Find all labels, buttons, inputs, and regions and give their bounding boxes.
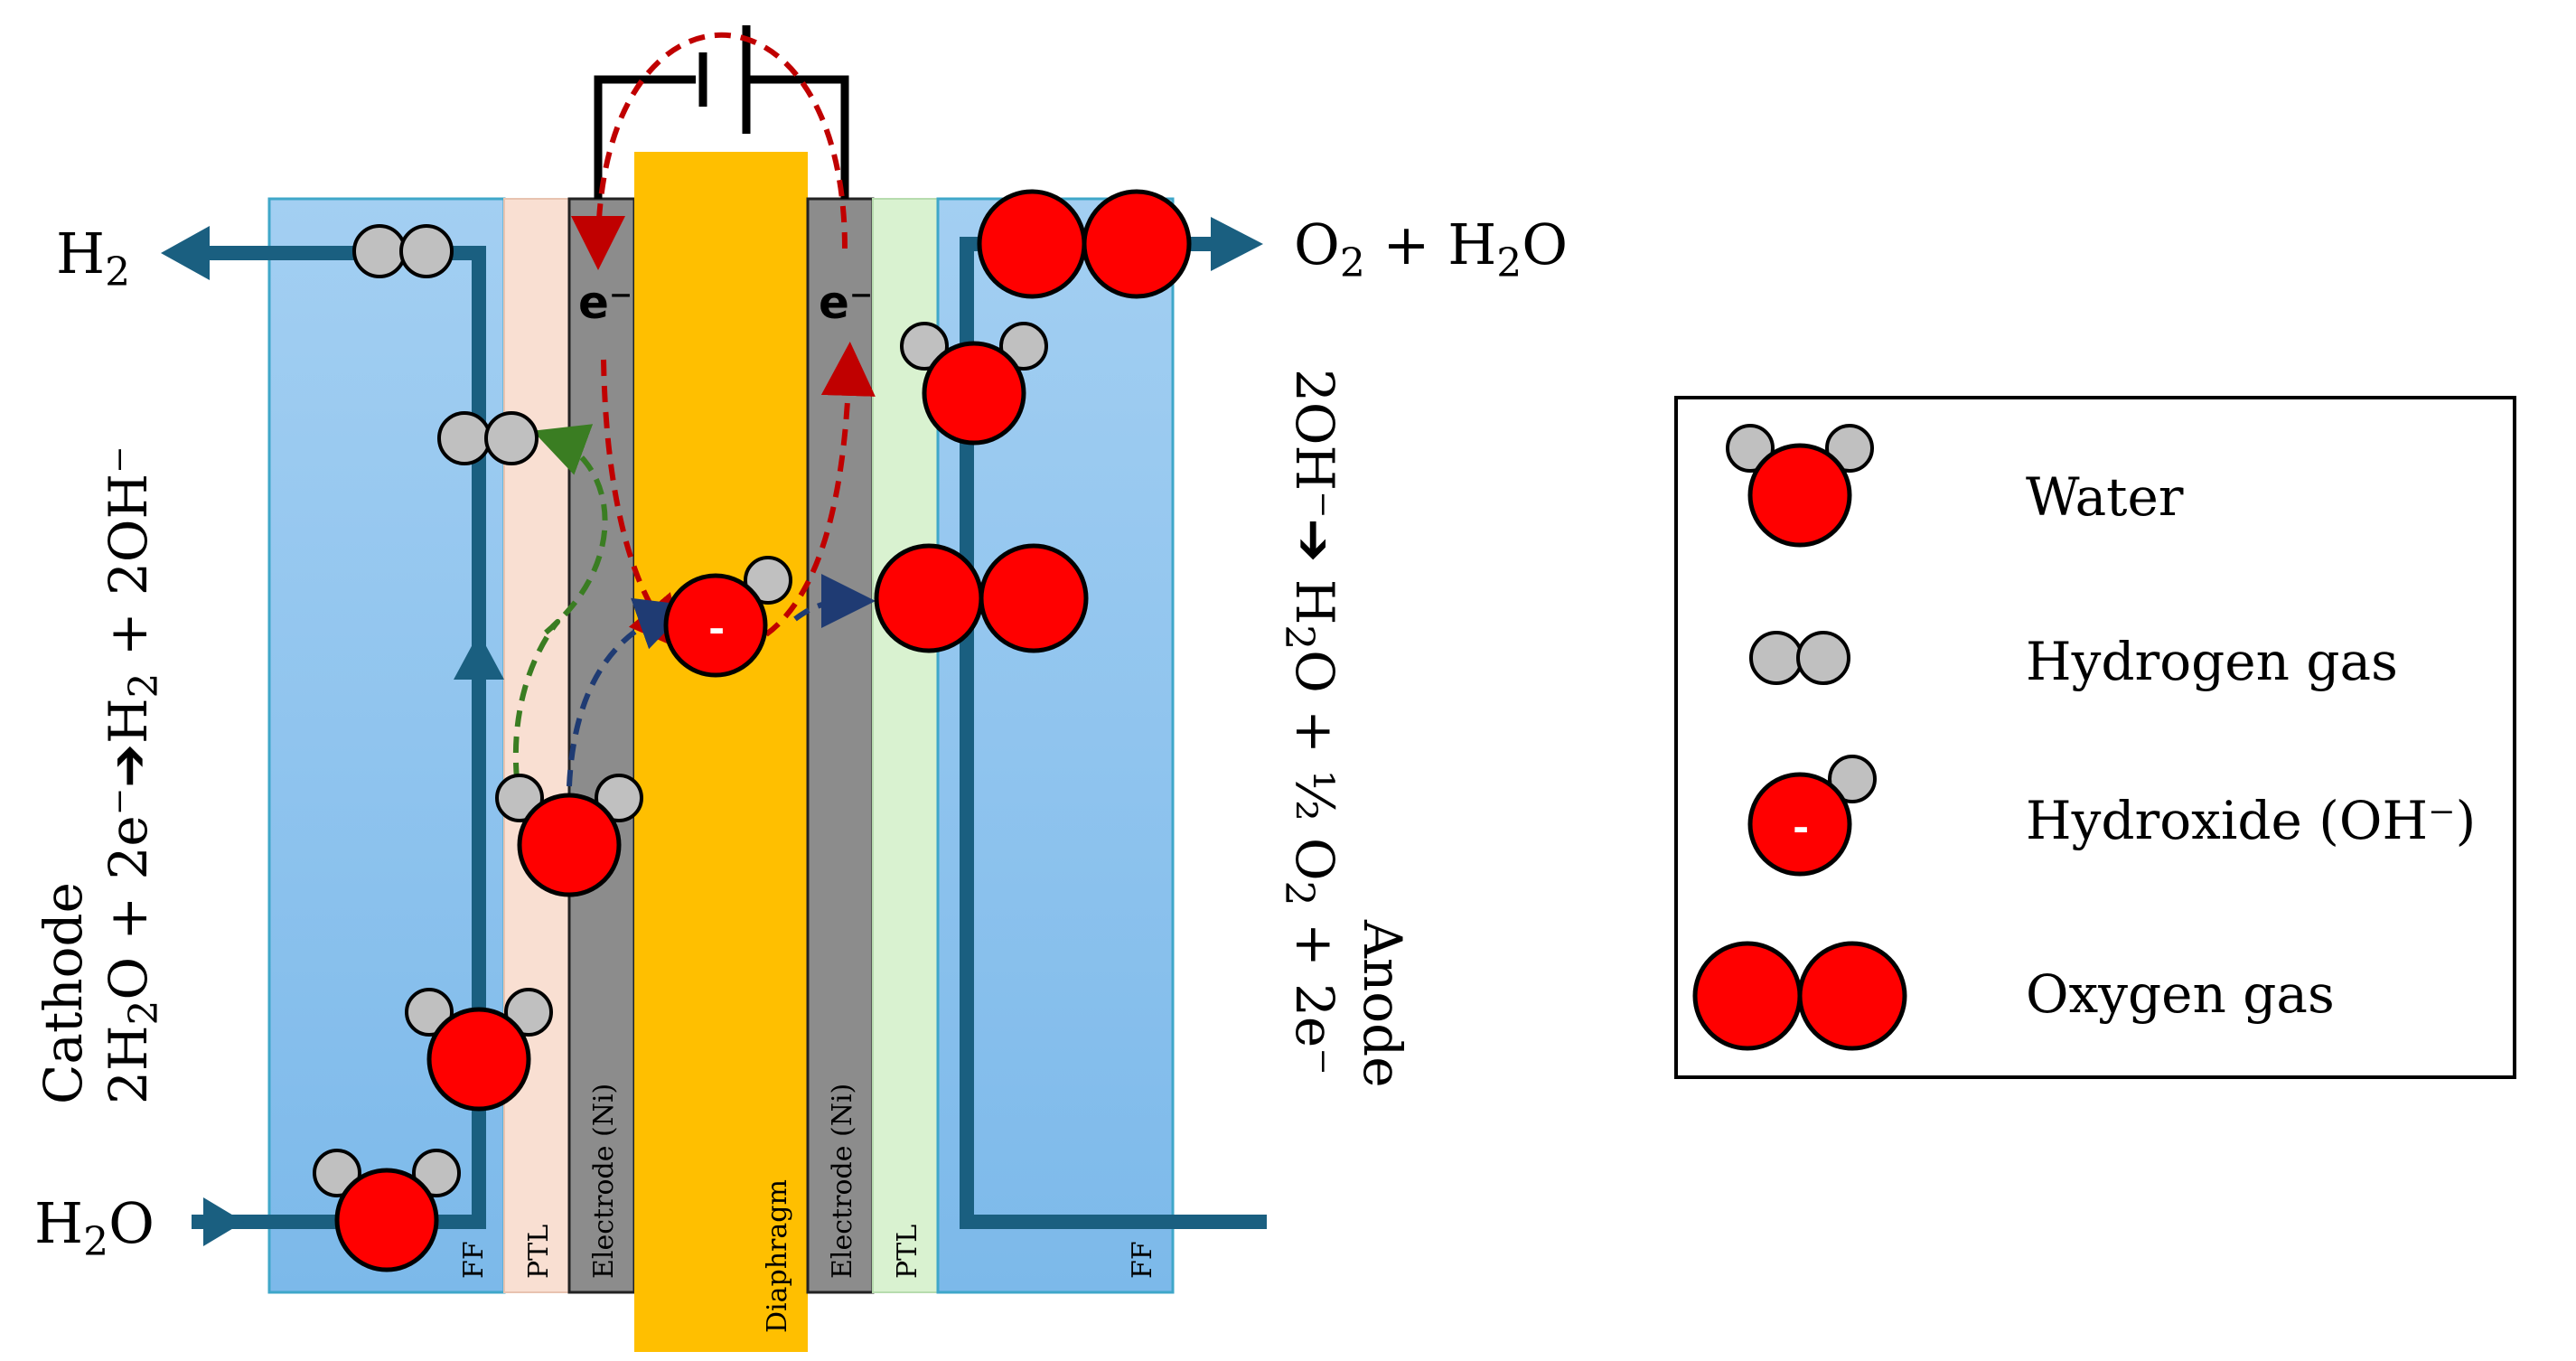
hydrogen-path-2 — [532, 424, 608, 635]
cathode-inlet-arrow — [203, 1197, 244, 1246]
electrode-cathode — [567, 197, 636, 1294]
cathode-reaction: Cathode 2H2O + 2e⁻➔H2 + 2OH⁻ — [33, 446, 167, 1104]
layer-label-electrode-right: Electrode (Ni) — [827, 1084, 858, 1279]
legend-label-oxygen: Oxygen gas — [2026, 963, 2335, 1025]
layer-label-ff-right: FF — [1127, 1241, 1158, 1279]
external-circuit — [594, 25, 849, 199]
cathode-outlet-arrow — [161, 226, 210, 280]
layer-label-ptl-left: PTL — [523, 1225, 555, 1279]
cathode-upflow-arrow — [454, 633, 504, 680]
diaphragm — [634, 152, 808, 1352]
layer-label-ptl-right: PTL — [892, 1225, 923, 1279]
svg-text:-: - — [1793, 804, 1809, 850]
electron-path-anode — [764, 342, 876, 637]
legend-label-water: Water — [2026, 466, 2184, 528]
legend-label-hydroxide: Hydroxide (OH⁻) — [2026, 790, 2476, 851]
electron-label-anode: e⁻ — [819, 277, 873, 329]
layer-label-ff-left: FF — [458, 1241, 490, 1279]
hydroxide-ion-icon: - — [1750, 756, 1875, 874]
anode-outlet-arrow — [1211, 217, 1263, 271]
electron-path-external — [571, 32, 848, 270]
electron-path-cathode — [601, 359, 685, 652]
cathode-title: Cathode — [33, 882, 94, 1104]
legend-label-hydrogen: Hydrogen gas — [2026, 631, 2398, 692]
layer-label-electrode-left: Electrode (Ni) — [588, 1084, 620, 1279]
anode-reaction: 2OH⁻➔ H2O + ½ O2 + 2e⁻ Anode — [1276, 369, 1413, 1088]
flow-field-cathode — [267, 197, 506, 1294]
hydroxide-ion: - — [666, 558, 791, 675]
h2-outlet-label: H2 — [56, 221, 130, 296]
anode-equation: 2OH⁻➔ H2O + ½ O2 + 2e⁻ — [1276, 369, 1345, 1075]
electron-label-cathode: e⁻ — [578, 277, 632, 329]
o2-outlet-label: O2 + H2O — [1294, 211, 1568, 286]
cathode-equation: 2H2O + 2e⁻➔H2 + 2OH⁻ — [98, 446, 167, 1104]
h2o-inlet-label: H2O — [34, 1190, 155, 1265]
hydroxide-path-in — [567, 597, 691, 787]
layer-label-diaphragm: Diaphragm — [762, 1179, 793, 1333]
svg-text:-: - — [708, 605, 725, 652]
anode-title: Anode — [1352, 919, 1413, 1088]
legend: - Water Hydrogen gas Hydroxide (OH⁻) Oxy… — [1674, 396, 2516, 1079]
hydroxide-path-out — [793, 574, 876, 629]
